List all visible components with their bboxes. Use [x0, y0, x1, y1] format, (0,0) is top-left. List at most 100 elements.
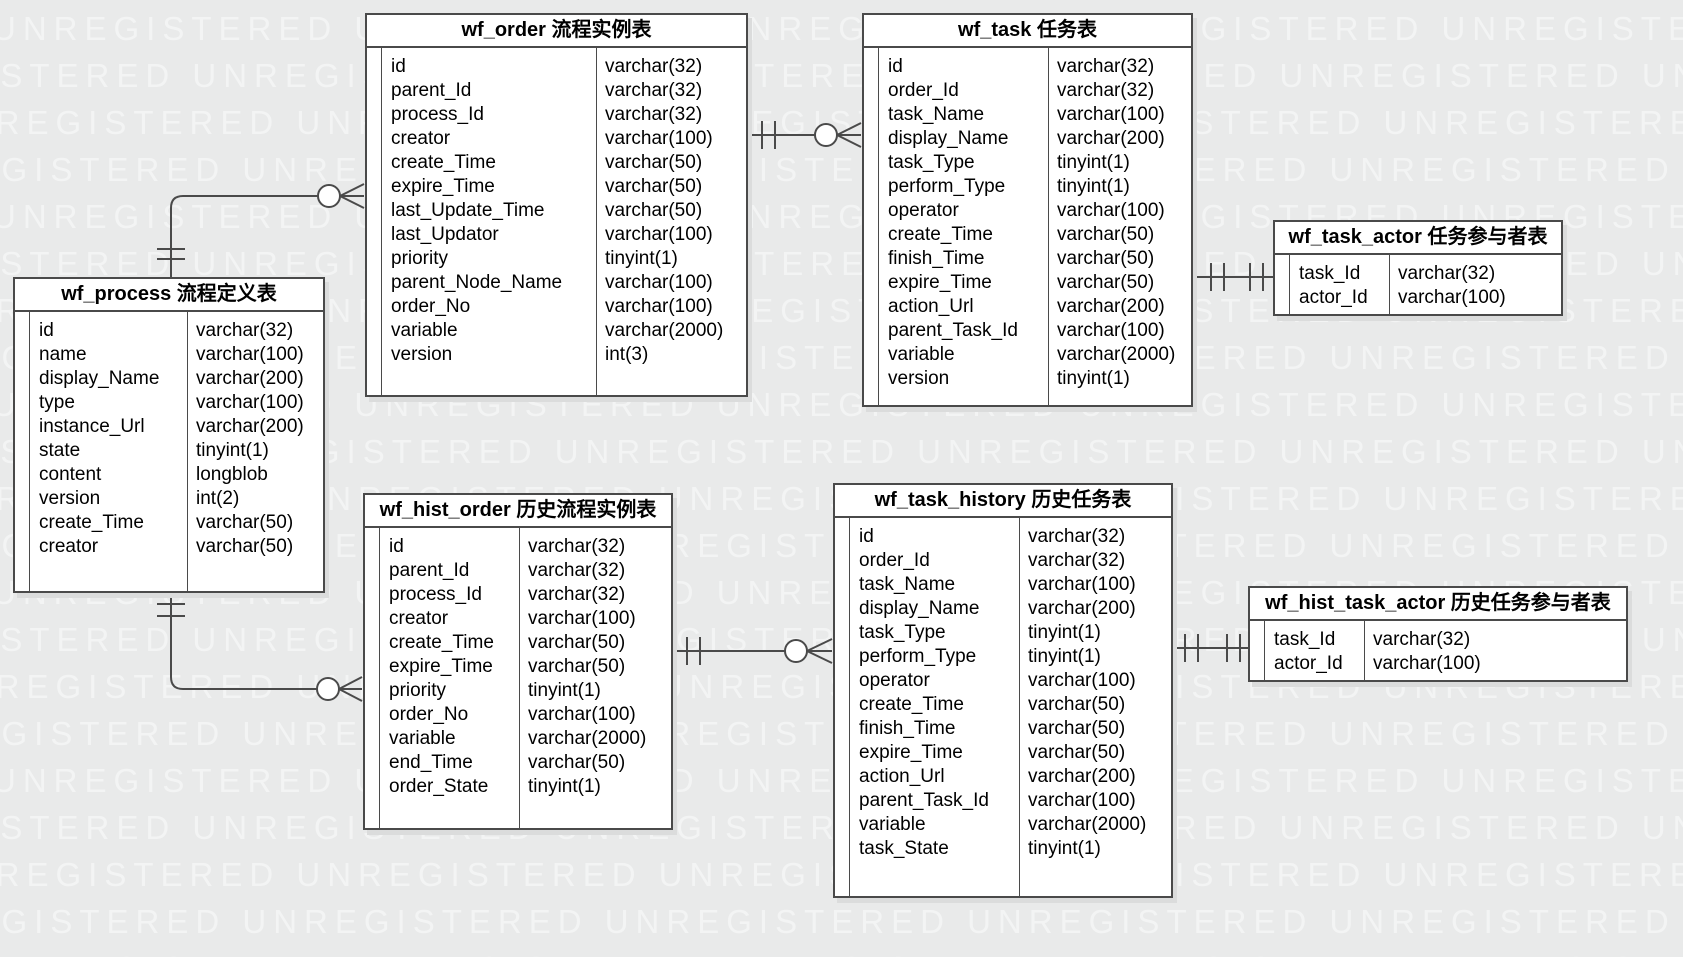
field-name: action_Url — [888, 296, 974, 317]
field-name: parent_Task_Id — [859, 790, 989, 811]
field-type: varchar(100) — [605, 224, 713, 245]
field-type: varchar(32) — [1057, 56, 1155, 77]
field-type: varchar(100) — [1028, 574, 1136, 595]
relationship-wf_hist_order-wf_task_history[interactable] — [673, 637, 833, 665]
field-name: id — [39, 320, 54, 341]
field-type: varchar(50) — [1028, 742, 1126, 763]
table-gutter — [15, 312, 30, 591]
field-type: varchar(32) — [528, 536, 626, 557]
field-type: varchar(100) — [1057, 104, 1165, 125]
watermark-text: UNREGISTERED UNREGISTERED UNREGISTERED U… — [0, 151, 1683, 188]
field-type: varchar(200) — [1028, 598, 1136, 619]
connector-line — [170, 593, 317, 690]
field-type-column: varchar(32)varchar(100)varchar(200)varch… — [188, 312, 323, 591]
field-name: finish_Time — [859, 718, 956, 739]
field-type: varchar(50) — [1057, 248, 1155, 269]
field-type: varchar(2000) — [528, 728, 647, 749]
connector-line — [170, 195, 318, 277]
field-name: process_Id — [391, 104, 484, 125]
field-name: expire_Time — [391, 176, 495, 197]
table-wf_task_actor[interactable]: wf_task_actor 任务参与者表 task_Id actor_Id varch… — [1273, 220, 1563, 316]
field-name: order_No — [391, 296, 471, 317]
table-gutter — [1250, 621, 1265, 680]
field-name: task_Type — [888, 152, 975, 173]
field-type: tinyint(1) — [1057, 152, 1130, 173]
field-name: variable — [888, 344, 955, 365]
relationship-wf_task_history-wf_hist_task_actor[interactable] — [1173, 634, 1248, 662]
table-title: wf_order 流程实例表 — [367, 15, 746, 48]
watermark-text: UNREGISTERED UNREGISTERED UNREGISTERED U… — [0, 903, 1683, 940]
watermark-text: UNREGISTERED UNREGISTERED UNREGISTERED U… — [0, 950, 1683, 957]
field-type: varchar(50) — [528, 752, 626, 773]
crow-foot-many — [806, 650, 833, 664]
field-type: varchar(50) — [605, 176, 703, 197]
table-gutter — [864, 48, 879, 405]
field-type: varchar(32) — [1398, 263, 1496, 284]
field-name: actor_Id — [1299, 287, 1368, 308]
field-type: varchar(32) — [605, 56, 703, 77]
field-name: order_State — [389, 776, 489, 797]
field-name: display_Name — [39, 368, 160, 389]
field-type: varchar(32) — [605, 104, 703, 125]
field-type: tinyint(1) — [1057, 368, 1130, 389]
field-name: last_Updator — [391, 224, 499, 245]
field-name: name — [39, 344, 87, 365]
field-type: varchar(2000) — [605, 320, 724, 341]
field-type: tinyint(1) — [605, 248, 678, 269]
crow-foot-many — [338, 688, 363, 702]
relationship-wf_task-wf_task_actor[interactable] — [1193, 263, 1273, 291]
field-type: varchar(200) — [196, 368, 304, 389]
crow-foot-many — [806, 638, 833, 652]
field-name: perform_Type — [888, 176, 1006, 197]
field-name: task_Id — [1299, 263, 1361, 284]
field-name: state — [39, 440, 81, 461]
field-name: end_Time — [389, 752, 473, 773]
field-name: creator — [389, 608, 449, 629]
field-type: varchar(32) — [1028, 526, 1126, 547]
field-type-column: varchar(32)varchar(100) — [1390, 255, 1561, 314]
table-title: wf_task_actor 任务参与者表 — [1275, 222, 1561, 255]
field-name: type — [39, 392, 75, 413]
field-type: tinyint(1) — [528, 776, 601, 797]
field-name: perform_Type — [859, 646, 977, 667]
field-type: varchar(100) — [1028, 790, 1136, 811]
relationship-wf_order-wf_task[interactable] — [748, 121, 862, 149]
field-name: variable — [859, 814, 926, 835]
field-type: tinyint(1) — [1057, 176, 1130, 197]
field-name: display_Name — [859, 598, 980, 619]
field-type: tinyint(1) — [1028, 646, 1101, 667]
field-name: id — [391, 56, 406, 77]
field-name: creator — [391, 128, 451, 149]
field-type: varchar(100) — [1028, 670, 1136, 691]
field-type: varchar(32) — [528, 584, 626, 605]
field-name: creator — [39, 536, 99, 557]
field-type: varchar(100) — [1373, 653, 1481, 674]
field-name: operator — [888, 200, 959, 221]
field-type: varchar(32) — [196, 320, 294, 341]
field-name: version — [391, 344, 453, 365]
field-type: varchar(100) — [605, 128, 713, 149]
relationship-wf_process-wf_order[interactable] — [157, 183, 365, 277]
field-type: varchar(32) — [1057, 80, 1155, 101]
field-type: varchar(100) — [605, 296, 713, 317]
table-gutter — [835, 518, 850, 896]
relationship-wf_process-wf_hist_order[interactable] — [157, 593, 363, 702]
field-name: version — [888, 368, 950, 389]
watermark-text: UNREGISTERED UNREGISTERED UNREGISTERED U… — [0, 10, 1683, 47]
field-name: finish_Time — [888, 248, 985, 269]
field-type: varchar(100) — [1057, 320, 1165, 341]
field-name: display_Name — [888, 128, 1009, 149]
table-title: wf_hist_order 历史流程实例表 — [365, 495, 671, 528]
